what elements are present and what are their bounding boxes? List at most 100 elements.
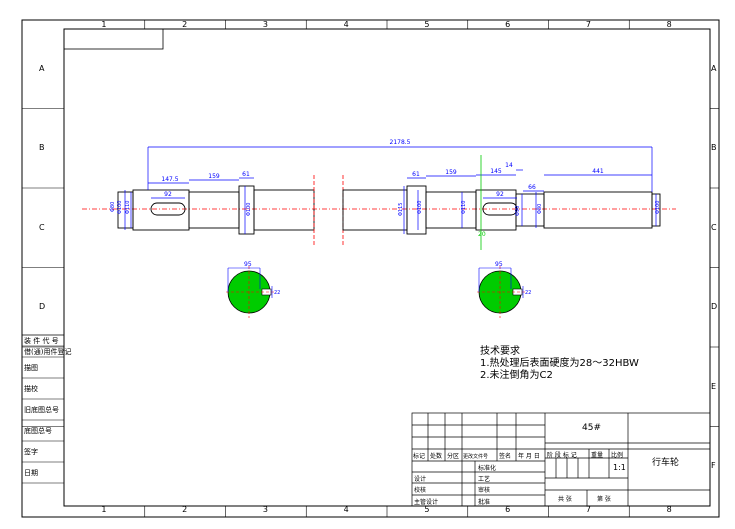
zone-col-bottom-7: 7 — [585, 505, 591, 514]
sidebar-item-4: 旧底图总号 — [24, 405, 59, 414]
title-block — [411, 412, 711, 507]
zone-col-bottom-8: 8 — [666, 505, 672, 514]
zone-col-top-7: 7 — [585, 20, 591, 29]
keyway-left — [150, 202, 186, 216]
scale-value: 1:1 — [613, 463, 626, 472]
zone-col-bottom-3: 3 — [262, 505, 268, 514]
zone-col-top-5: 5 — [424, 20, 430, 29]
zone-row-left-C: C — [39, 222, 45, 232]
dim-top-5: 159 — [445, 169, 457, 176]
zone-col-top-1: 1 — [101, 20, 107, 29]
approval-approve: 批准 — [478, 499, 491, 506]
break-lines — [313, 175, 344, 245]
sidebar-table — [22, 334, 64, 484]
zone-rows — [22, 108, 719, 427]
shaft-left — [117, 185, 315, 235]
rev-header-docno: 更改文件号 — [463, 454, 489, 460]
section-right-depth: 22 — [525, 290, 531, 296]
zone-row-right-F: F — [711, 461, 716, 471]
scale-header: 比例 — [611, 452, 624, 459]
dia-6: Φ100 — [417, 201, 423, 214]
diameter-labels: Φ80 Φ100 Φ110 Φ100 Φ115 Φ100 Φ110 Φ90 Φ8… — [110, 201, 661, 216]
sidebar-item-6: 签字 — [24, 447, 38, 456]
zone-col-bottom-2: 2 — [182, 505, 188, 514]
weight-header: 重量 — [591, 452, 604, 459]
dim-top-9: 441 — [592, 168, 604, 175]
sidebar-item-0: 装 件 代 号 — [24, 336, 59, 345]
sheet-total: 共 张 — [558, 496, 572, 503]
sidebar-item-1: 借(通)用件登记 — [24, 347, 72, 356]
dia-9: Φ80 — [537, 204, 543, 214]
tech-requirement-2: 2.未注倒角为C2 — [480, 370, 553, 381]
tech-requirements-heading: 技术要求 — [480, 346, 520, 357]
dim-keyway-left: 92 — [164, 191, 172, 198]
dia-5: Φ115 — [398, 203, 404, 216]
zone-row-right-B: B — [711, 143, 717, 153]
sidebar-item-7: 日期 — [24, 468, 38, 477]
dia-7: Φ110 — [461, 201, 467, 214]
zone-col-top-2: 2 — [182, 20, 188, 29]
keyway-right — [482, 202, 518, 216]
material-label: 45# — [582, 423, 601, 433]
rev-header-zone: 分区 — [447, 453, 460, 460]
dia-2: Φ100 — [117, 201, 123, 214]
zone-row-left-B: B — [39, 143, 45, 153]
stage-header: 阶 段 标 记 — [547, 452, 577, 459]
approval-process: 工艺 — [478, 476, 491, 483]
dimension-lines — [124, 146, 657, 234]
dia-3: Φ110 — [125, 201, 131, 214]
dia-1: Φ80 — [110, 202, 116, 212]
approval-review: 审核 — [478, 487, 491, 494]
zone-col-bottom-1: 1 — [101, 505, 107, 514]
dim-top-7: 14 — [505, 162, 513, 169]
dim-top-8: 66 — [528, 184, 536, 191]
rev-header-count: 处数 — [430, 453, 443, 460]
sidebar-item-2: 描图 — [24, 363, 38, 372]
dia-8: Φ90 — [515, 206, 521, 216]
approval-design: 设计 — [414, 476, 427, 483]
dia-10: Φ100 — [655, 201, 661, 214]
section-left-depth: 22 — [274, 290, 280, 296]
rev-header-date: 年 月 日 — [518, 453, 540, 460]
sidebar-item-5: 底图总号 — [24, 426, 52, 435]
section-view-left: 95 22 — [226, 261, 280, 318]
approval-chief: 主管设计 — [414, 499, 439, 506]
sidebar-item-3: 描校 — [24, 384, 38, 393]
dim-top-2: 159 — [208, 173, 220, 180]
zone-row-right-A: A — [711, 63, 717, 73]
zone-row-left-D: D — [39, 302, 46, 312]
dim-top-4: 61 — [412, 171, 420, 178]
part-name-label: 行车轮 — [652, 458, 680, 468]
inner-frame — [63, 28, 711, 507]
zone-row-right-E: E — [711, 381, 717, 391]
zone-col-top-3: 3 — [262, 20, 268, 29]
zone-col-bottom-6: 6 — [505, 505, 511, 514]
zone-col-bottom-5: 5 — [424, 505, 430, 514]
dimension-texts: 2178.5 147.5 159 61 61 159 145 14 66 441… — [161, 139, 604, 238]
tech-requirement-1: 1.热处理后表面硬度为28～32HBW — [480, 358, 639, 369]
overall-length-label: 2178.5 — [390, 139, 411, 146]
sheet-current: 第 张 — [597, 496, 611, 503]
zone-row-right-D: D — [711, 302, 718, 312]
dim-top-3: 61 — [242, 171, 250, 178]
outer-frame — [21, 19, 720, 518]
zone-col-top-8: 8 — [666, 20, 672, 29]
top-left-box — [63, 28, 164, 50]
section-view-right: 95 22 — [477, 261, 531, 318]
zone-row-right-C: C — [711, 222, 717, 232]
zone-col-bottom-4: 4 — [343, 505, 349, 514]
approval-standard: 标准化 — [478, 465, 497, 472]
zone-col-top-4: 4 — [343, 20, 349, 29]
dim-keyway-right: 92 — [496, 191, 504, 198]
dia-4: Φ100 — [246, 203, 252, 216]
dim-top-6: 145 — [490, 168, 502, 175]
approval-check: 校核 — [414, 487, 427, 494]
zone-col-top-6: 6 — [505, 20, 511, 29]
rev-header-mark: 标记 — [413, 453, 426, 460]
dim-extra-vertical: 20 — [478, 231, 486, 238]
dim-top-1: 147.5 — [161, 176, 178, 183]
section-right-width: 95 — [495, 261, 503, 268]
zone-row-left-A: A — [39, 63, 45, 73]
section-left-width: 95 — [244, 261, 252, 268]
